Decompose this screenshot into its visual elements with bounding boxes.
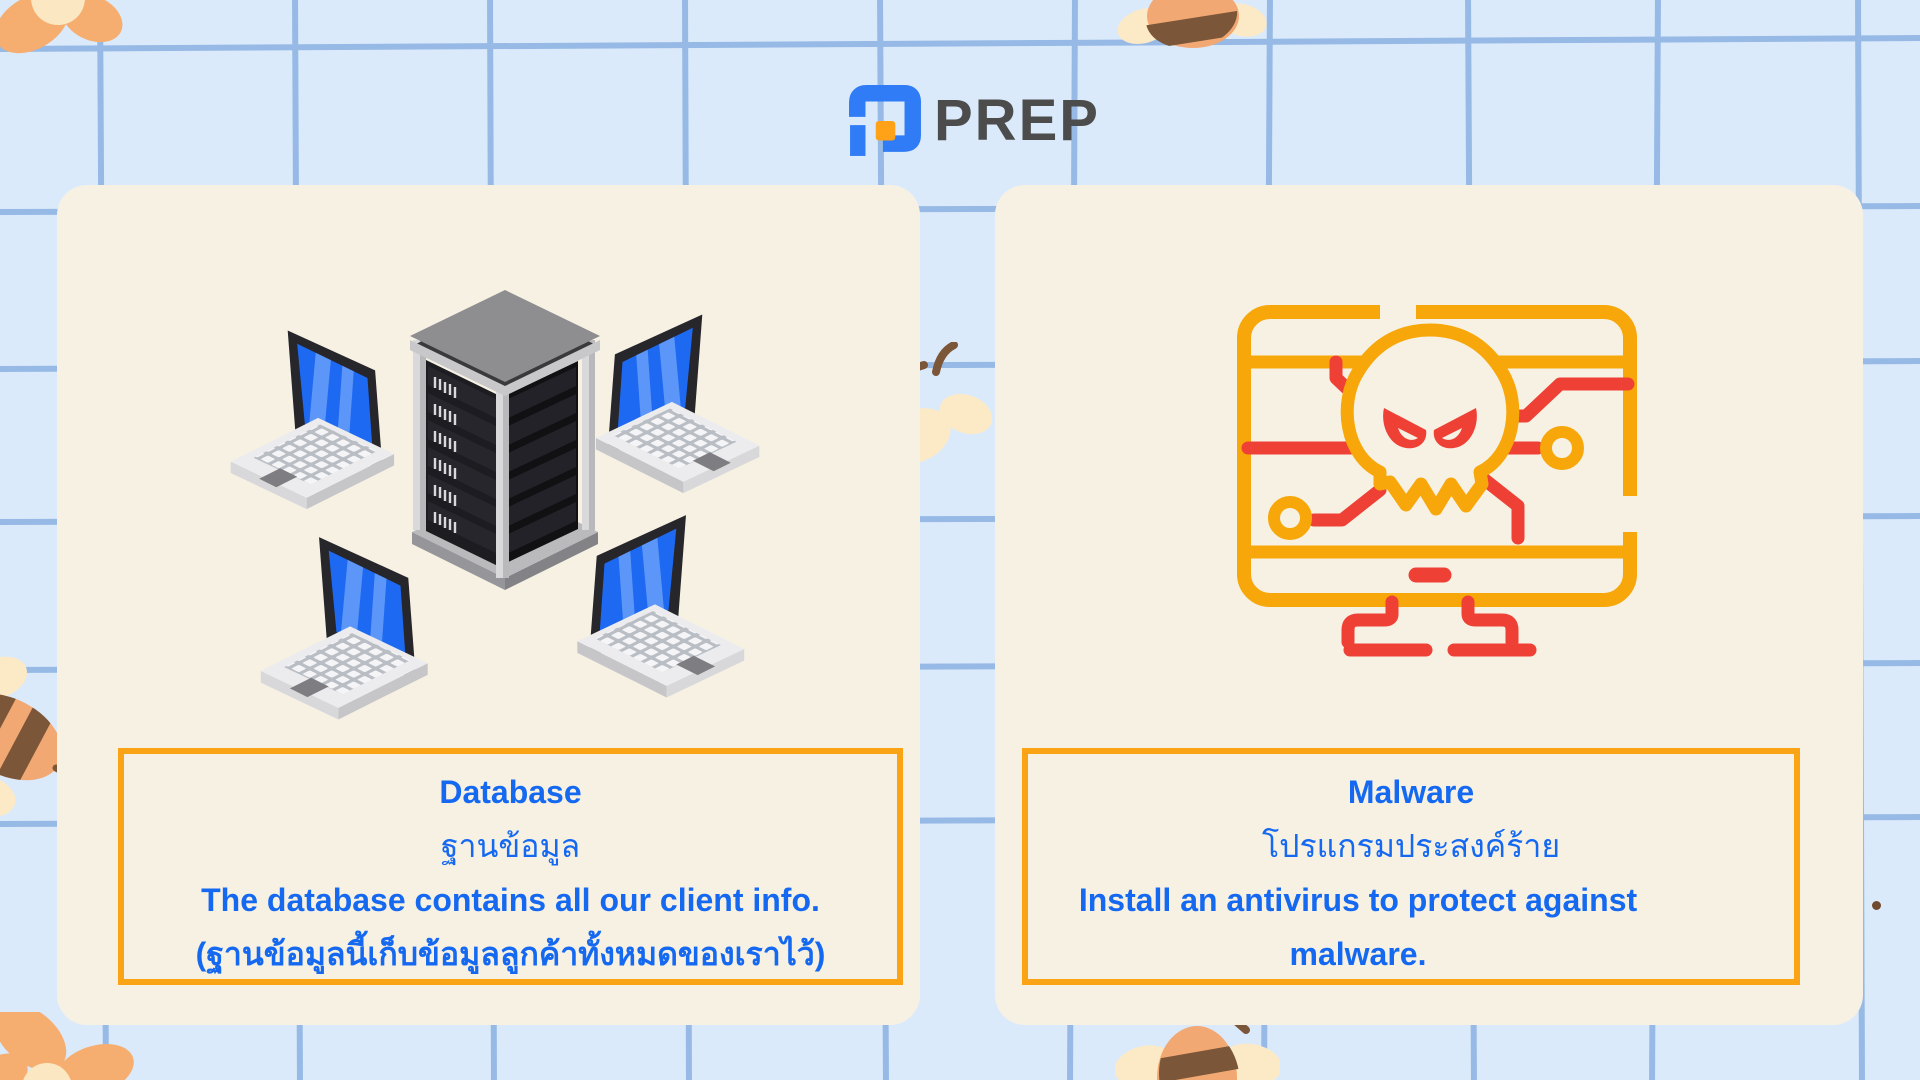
term-word: Malware xyxy=(1347,774,1475,810)
term-thai: ฐานข้อมูล xyxy=(440,828,581,864)
prep-logo: PREP xyxy=(848,84,1100,158)
term-thai: โปรแกรมประสงค์ร้าย xyxy=(1261,828,1561,864)
prep-logo-text: PREP xyxy=(934,88,1100,153)
flower-icon xyxy=(0,1012,134,1080)
term-example: Install an antivirus to protect against … xyxy=(1078,882,1638,972)
dot-decoration xyxy=(1872,901,1881,910)
bee-icon xyxy=(0,656,82,817)
flower-icon xyxy=(0,0,123,54)
server-network-illustration xyxy=(230,290,790,720)
prep-logo-icon xyxy=(849,85,921,156)
term-word: Database xyxy=(439,774,582,810)
vocab-card-malware: Malware โปรแกรมประสงค์ร้าย Install an an… xyxy=(995,185,1863,1025)
bee-icon xyxy=(1118,0,1267,51)
malware-monitor-illustration xyxy=(1237,301,1639,657)
malware-term-box: Malware โปรแกรมประสงค์ร้าย Install an an… xyxy=(1022,748,1800,985)
database-term-box: Database ฐานข้อมูล The database contains… xyxy=(118,748,903,985)
vocab-card-database: Database ฐานข้อมูล The database contains… xyxy=(57,185,920,1025)
term-example-thai: (ฐานข้อมูลนี้เก็บข้อมูลลูกค้าทั้งหมดของเ… xyxy=(195,936,826,972)
bee-icon xyxy=(1115,1012,1280,1080)
term-example: The database contains all our client inf… xyxy=(201,882,820,918)
